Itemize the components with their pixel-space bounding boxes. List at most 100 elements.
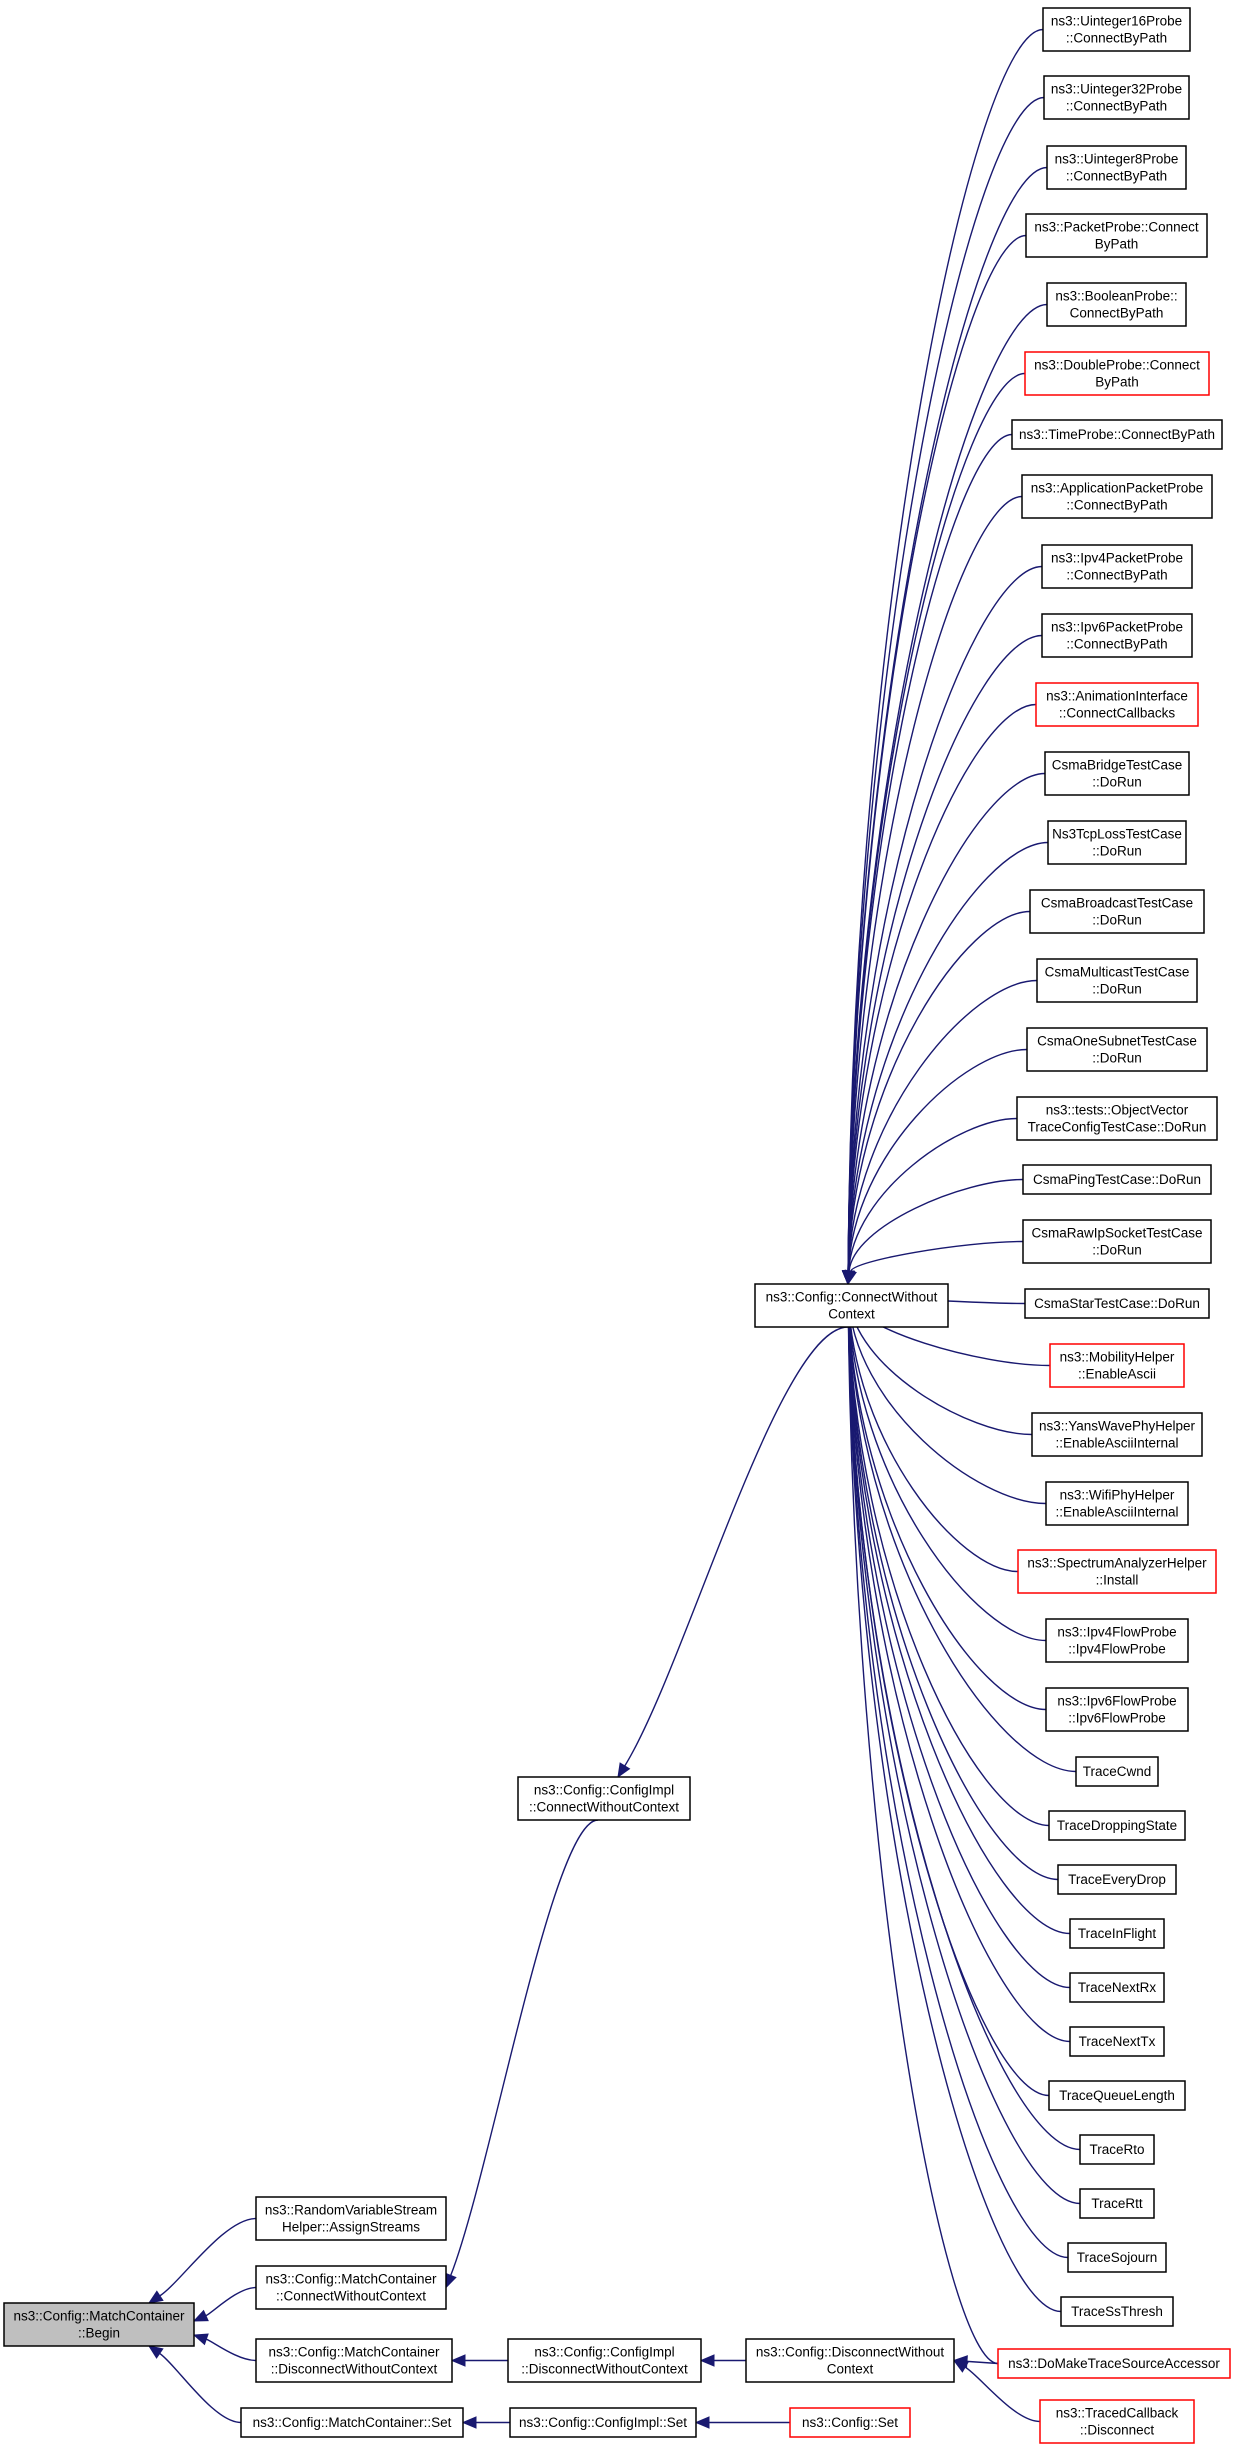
node-wifiphy[interactable]: ns3::WifiPhyHelper::EnableAsciiInternal — [1045, 1481, 1189, 1526]
node-csmaping[interactable]: CsmaPingTestCase::DoRun — [1022, 1164, 1212, 1195]
node-spectrum[interactable]: ns3::SpectrumAnalyzerHelper::Install — [1017, 1549, 1217, 1594]
node-label: ns3::Ipv6FlowProbe — [1057, 1694, 1176, 1709]
node-cfgset[interactable]: ns3::Config::Set — [789, 2407, 911, 2438]
node-packet[interactable]: ns3::PacketProbe::ConnectByPath — [1025, 213, 1208, 258]
node-apppacket[interactable]: ns3::ApplicationPacketProbe::ConnectByPa… — [1021, 474, 1213, 519]
node-label: ns3::ApplicationPacketProbe — [1031, 481, 1204, 496]
node-label: CsmaBroadcastTestCase — [1041, 896, 1193, 911]
node-label: ::EnableAscii — [1078, 1367, 1156, 1382]
node-nexttx[interactable]: TraceNextTx — [1069, 2026, 1165, 2057]
node-ipv4packet[interactable]: ns3::Ipv4PacketProbe::ConnectByPath — [1041, 544, 1193, 589]
node-nextrx[interactable]: TraceNextRx — [1069, 1972, 1165, 2003]
node-box — [240, 2407, 464, 2438]
node-box — [3, 2302, 195, 2347]
node-label: ::ConnectByPath — [1066, 498, 1167, 513]
node-label: CsmaRawIpSocketTestCase — [1031, 1226, 1202, 1241]
node-mcconn[interactable]: ns3::Config::MatchContainer::ConnectWith… — [255, 2265, 447, 2310]
node-label: ns3::TimeProbe::ConnectByPath — [1019, 427, 1215, 442]
node-u8[interactable]: ns3::Uinteger8Probe::ConnectByPath — [1046, 145, 1187, 190]
node-layer: ns3::Uinteger16Probe::ConnectByPathns3::… — [3, 7, 1231, 2444]
node-queuelen[interactable]: TraceQueueLength — [1048, 2080, 1186, 2111]
node-label: ns3::Config::ConnectWithout — [766, 1290, 938, 1305]
node-mobility[interactable]: ns3::MobilityHelper::EnableAscii — [1049, 1343, 1185, 1388]
node-begin[interactable]: ns3::Config::MatchContainer::Begin — [3, 2302, 195, 2347]
node-csmaraw[interactable]: CsmaRawIpSocketTestCase::DoRun — [1022, 1219, 1212, 1264]
node-time[interactable]: ns3::TimeProbe::ConnectByPath — [1011, 419, 1223, 450]
node-rto[interactable]: TraceRto — [1079, 2134, 1155, 2165]
node-box — [1045, 1618, 1189, 1663]
node-disconnwo[interactable]: ns3::Config::DisconnectWithoutContext — [745, 2338, 955, 2383]
node-double[interactable]: ns3::DoubleProbe::ConnectByPath — [1024, 351, 1210, 396]
node-inflight[interactable]: TraceInFlight — [1069, 1918, 1165, 1949]
node-impldisc[interactable]: ns3::Config::ConfigImpl::DisconnectWitho… — [507, 2338, 702, 2383]
node-yans[interactable]: ns3::YansWavePhyHelper::EnableAsciiInter… — [1031, 1412, 1203, 1457]
edge-disconnwo-tracedcb — [952, 2359, 1041, 2423]
node-ssthresh[interactable]: TraceSsThresh — [1060, 2296, 1174, 2327]
node-box — [1011, 419, 1223, 450]
node-label: CsmaBridgeTestCase — [1052, 758, 1183, 773]
node-box — [1016, 1096, 1218, 1141]
node-tracedcb[interactable]: ns3::TracedCallback::Disconnect — [1039, 2399, 1195, 2444]
node-label: CsmaStarTestCase::DoRun — [1034, 1296, 1200, 1311]
node-label: ns3::Config::MatchContainer::Set — [253, 2415, 452, 2430]
node-label: ::ConnectByPath — [1066, 637, 1167, 652]
node-label: ns3::WifiPhyHelper — [1060, 1488, 1175, 1503]
node-box — [1045, 1481, 1189, 1526]
node-objvector[interactable]: ns3::tests::ObjectVectorTraceConfigTestC… — [1016, 1096, 1218, 1141]
node-anim[interactable]: ns3::AnimationInterface::ConnectCallback… — [1035, 682, 1199, 727]
node-csmastar[interactable]: CsmaStarTestCase::DoRun — [1024, 1288, 1210, 1319]
node-domake[interactable]: ns3::DoMakeTraceSourceAccessor — [997, 2348, 1231, 2379]
node-label: ::ConnectWithoutContext — [529, 1800, 679, 1815]
node-sojourn[interactable]: TraceSojourn — [1067, 2242, 1167, 2273]
node-label: ::Install — [1096, 1573, 1139, 1588]
node-label: TraceQueueLength — [1059, 2088, 1175, 2103]
node-dropstate[interactable]: TraceDroppingState — [1048, 1810, 1186, 1841]
node-cwnd[interactable]: TraceCwnd — [1075, 1756, 1159, 1787]
node-label: ns3::Config::ConfigImpl — [534, 2345, 674, 2360]
node-label: ::ConnectCallbacks — [1059, 706, 1176, 721]
node-label: ns3::BooleanProbe:: — [1055, 289, 1177, 304]
node-label: ::Begin — [78, 2326, 120, 2341]
edge-connwo-u32 — [841, 96, 1045, 1286]
node-boolean[interactable]: ns3::BooleanProbe::ConnectByPath — [1046, 282, 1187, 327]
node-box — [1039, 2399, 1195, 2444]
edge-connwo-ns3tcp — [842, 841, 1049, 1286]
node-csmamcast[interactable]: CsmaMulticastTestCase::DoRun — [1036, 958, 1198, 1003]
node-box — [1025, 213, 1208, 258]
node-connwo[interactable]: ns3::Config::ConnectWithoutContext — [754, 1283, 949, 1328]
node-label: TraceDroppingState — [1057, 1818, 1177, 1833]
node-csmaone[interactable]: CsmaOneSubnetTestCase::DoRun — [1026, 1027, 1208, 1072]
node-label: ns3::PacketProbe::Connect — [1034, 220, 1199, 235]
node-label: TraceConfigTestCase::DoRun — [1028, 1120, 1207, 1135]
edge-begin-mcset — [147, 2345, 242, 2424]
node-mcdisc[interactable]: ns3::Config::MatchContainer::DisconnectW… — [255, 2338, 453, 2383]
node-label: ns3::YansWavePhyHelper — [1039, 1419, 1196, 1434]
node-label: ns3::TracedCallback — [1056, 2406, 1179, 2421]
node-u32[interactable]: ns3::Uinteger32Probe::ConnectByPath — [1043, 75, 1190, 120]
edge-mcset-implset — [461, 2416, 510, 2429]
node-csmabridge[interactable]: CsmaBridgeTestCase::DoRun — [1044, 751, 1190, 796]
node-rtt[interactable]: TraceRtt — [1079, 2188, 1155, 2219]
node-label: ns3::AnimationInterface — [1046, 689, 1188, 704]
edge-connwo-apppacket — [841, 495, 1023, 1286]
node-u16[interactable]: ns3::Uinteger16Probe::ConnectByPath — [1042, 7, 1191, 52]
node-label: ns3::MobilityHelper — [1060, 1350, 1175, 1365]
node-ipv6flow[interactable]: ns3::Ipv6FlowProbe::Ipv6FlowProbe — [1045, 1687, 1189, 1732]
node-everydrop[interactable]: TraceEveryDrop — [1057, 1864, 1177, 1895]
node-ipv6packet[interactable]: ns3::Ipv6PacketProbe::ConnectByPath — [1041, 613, 1193, 658]
node-ipv4flow[interactable]: ns3::Ipv4FlowProbe::Ipv4FlowProbe — [1045, 1618, 1189, 1663]
node-label: ns3::DoMakeTraceSourceAccessor — [1008, 2356, 1220, 2371]
node-label: ::ConnectWithoutContext — [276, 2289, 426, 2304]
node-label: ::Ipv4FlowProbe — [1068, 1642, 1166, 1657]
node-mcset[interactable]: ns3::Config::MatchContainer::Set — [240, 2407, 464, 2438]
node-ns3tcp[interactable]: Ns3TcpLossTestCase::DoRun — [1047, 820, 1187, 865]
node-implset[interactable]: ns3::Config::ConfigImpl::Set — [509, 2407, 697, 2438]
node-label: ns3::Uinteger32Probe — [1051, 82, 1182, 97]
node-csmabcast[interactable]: CsmaBroadcastTestCase::DoRun — [1029, 889, 1205, 934]
node-box — [517, 1776, 691, 1821]
node-implconn[interactable]: ns3::Config::ConfigImpl::ConnectWithoutC… — [517, 1776, 691, 1821]
node-rvs[interactable]: ns3::RandomVariableStreamHelper::AssignS… — [255, 2196, 447, 2241]
node-label: ns3::Config::ConfigImpl — [534, 1783, 674, 1798]
node-label: ::DoRun — [1092, 913, 1142, 928]
